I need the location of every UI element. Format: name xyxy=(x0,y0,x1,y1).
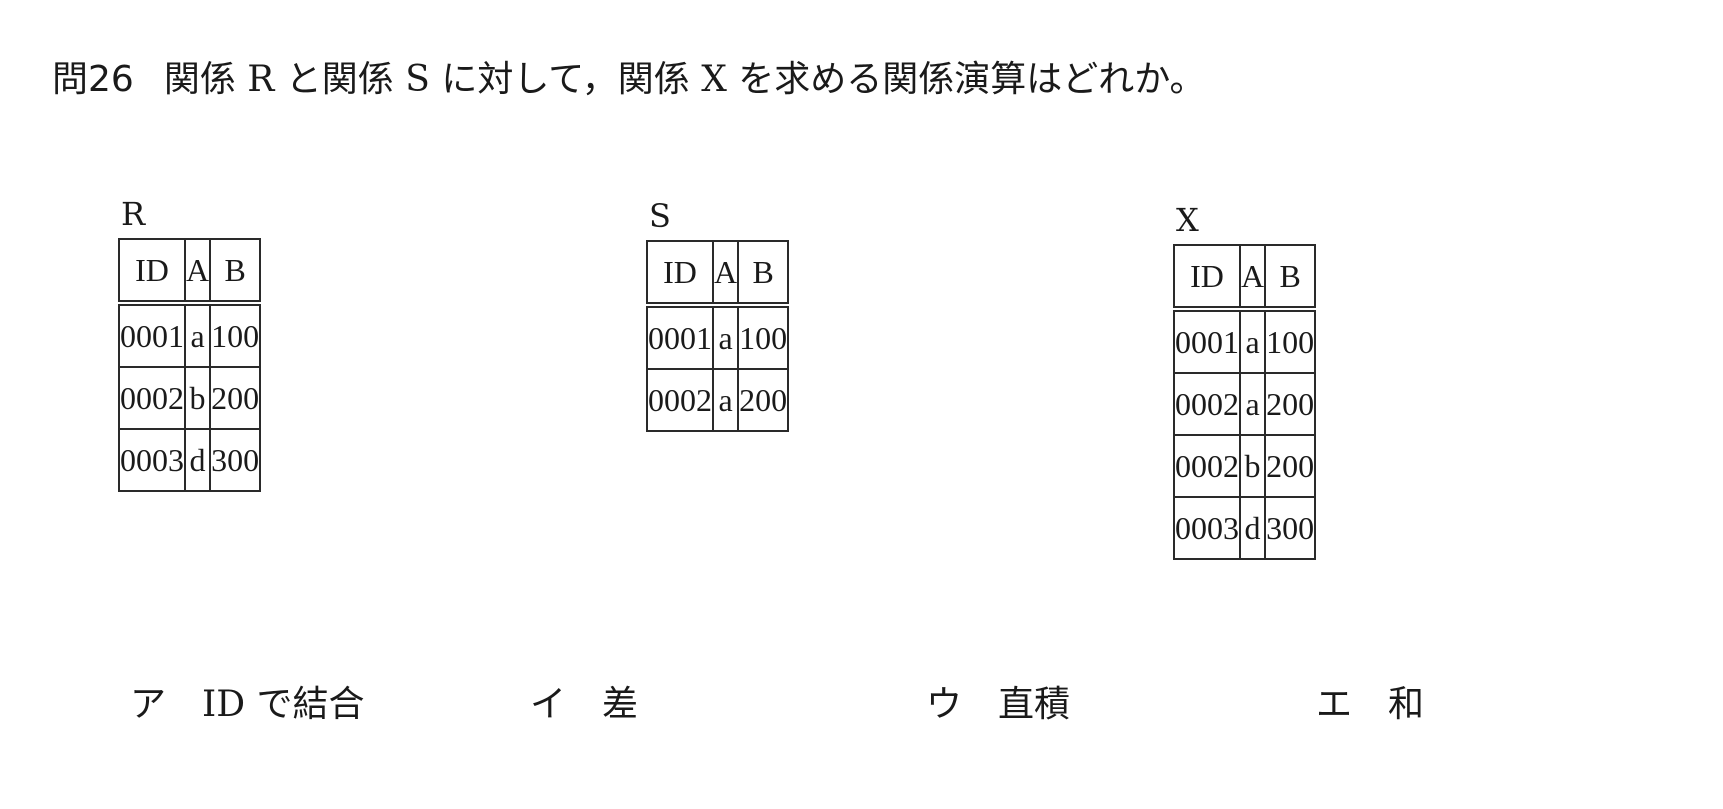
cell-b: 200 xyxy=(737,368,790,432)
cell-b: 200 xyxy=(1264,372,1317,436)
table-row: 0001 a 100 xyxy=(1173,308,1317,374)
cell-a: a xyxy=(1238,308,1267,374)
cell-b: 100 xyxy=(1264,308,1317,374)
cell-a: d xyxy=(1238,496,1267,560)
cell-id: 0003 xyxy=(118,428,186,492)
cell-b: 200 xyxy=(1264,434,1317,498)
cell-id: 0001 xyxy=(118,302,186,368)
relation-r-table: ID A B 0001 a 100 0002 b 200 0003 d 300 xyxy=(118,238,262,492)
table-row: 0002 b 200 xyxy=(1173,434,1317,498)
cell-id: 0002 xyxy=(646,368,714,432)
cell-a: a xyxy=(1238,372,1267,436)
table-label-s: S xyxy=(649,197,671,235)
cell-b: 300 xyxy=(1264,496,1317,560)
choice-key: ウ xyxy=(926,684,963,725)
cell-a: a xyxy=(711,368,740,432)
cell-b: 100 xyxy=(209,302,262,368)
choice-text: 和 xyxy=(1388,684,1425,725)
column-header: ID xyxy=(1173,244,1241,312)
cell-a: b xyxy=(183,366,212,430)
table-row: 0001 a 100 xyxy=(118,302,262,368)
choice-a[interactable]: ア ID で結合 xyxy=(130,680,365,730)
choice-e[interactable]: エ和 xyxy=(1316,680,1424,730)
cell-id: 0002 xyxy=(1173,372,1241,436)
column-header: A xyxy=(183,238,212,306)
table-label-x: X xyxy=(1176,201,1199,239)
column-header: A xyxy=(1238,244,1267,312)
table-row: 0002 b 200 xyxy=(118,366,262,430)
cell-a: d xyxy=(183,428,212,492)
column-header: ID xyxy=(118,238,186,306)
relation-x-table: ID A B 0001 a 100 0002 a 200 0002 b 200 xyxy=(1173,244,1317,560)
cell-b: 200 xyxy=(209,366,262,430)
cell-a: b xyxy=(1238,434,1267,498)
table-label-r: R xyxy=(121,195,146,233)
table-row: 0002 a 200 xyxy=(1173,372,1317,436)
choice-u[interactable]: ウ直積 xyxy=(926,680,1070,730)
choice-key: イ xyxy=(530,684,567,725)
choice-text: ID で結合 xyxy=(202,684,365,725)
column-header: B xyxy=(1264,244,1317,312)
cell-a: a xyxy=(183,302,212,368)
cell-b: 100 xyxy=(737,304,790,370)
relation-s-table: ID A B 0001 a 100 0002 a 200 xyxy=(646,240,790,432)
cell-id: 0003 xyxy=(1173,496,1241,560)
choice-text: 直積 xyxy=(998,684,1071,725)
question-text: 関係 R と関係 S に対して，関係 X を求める関係演算はどれか。 xyxy=(163,59,1206,100)
choice-key: エ xyxy=(1316,684,1353,725)
cell-id: 0002 xyxy=(1173,434,1241,498)
table-row: 0003 d 300 xyxy=(118,428,262,492)
question-number: 問26 xyxy=(52,59,134,100)
question-stem: 問26 関係 R と関係 S に対して，関係 X を求める関係演算はどれか。 xyxy=(52,52,1206,108)
choice-text: 差 xyxy=(602,684,639,725)
column-header: B xyxy=(209,238,262,306)
table-row: 0002 a 200 xyxy=(646,368,790,432)
cell-id: 0001 xyxy=(1173,308,1241,374)
column-header: ID xyxy=(646,240,714,308)
cell-id: 0002 xyxy=(118,366,186,430)
choice-i[interactable]: イ差 xyxy=(530,680,638,730)
cell-id: 0001 xyxy=(646,304,714,370)
table-row: 0003 d 300 xyxy=(1173,496,1317,560)
cell-b: 300 xyxy=(209,428,262,492)
choice-key: ア xyxy=(130,684,167,725)
table-row: 0001 a 100 xyxy=(646,304,790,370)
column-header: A xyxy=(711,240,740,308)
column-header: B xyxy=(737,240,790,308)
cell-a: a xyxy=(711,304,740,370)
